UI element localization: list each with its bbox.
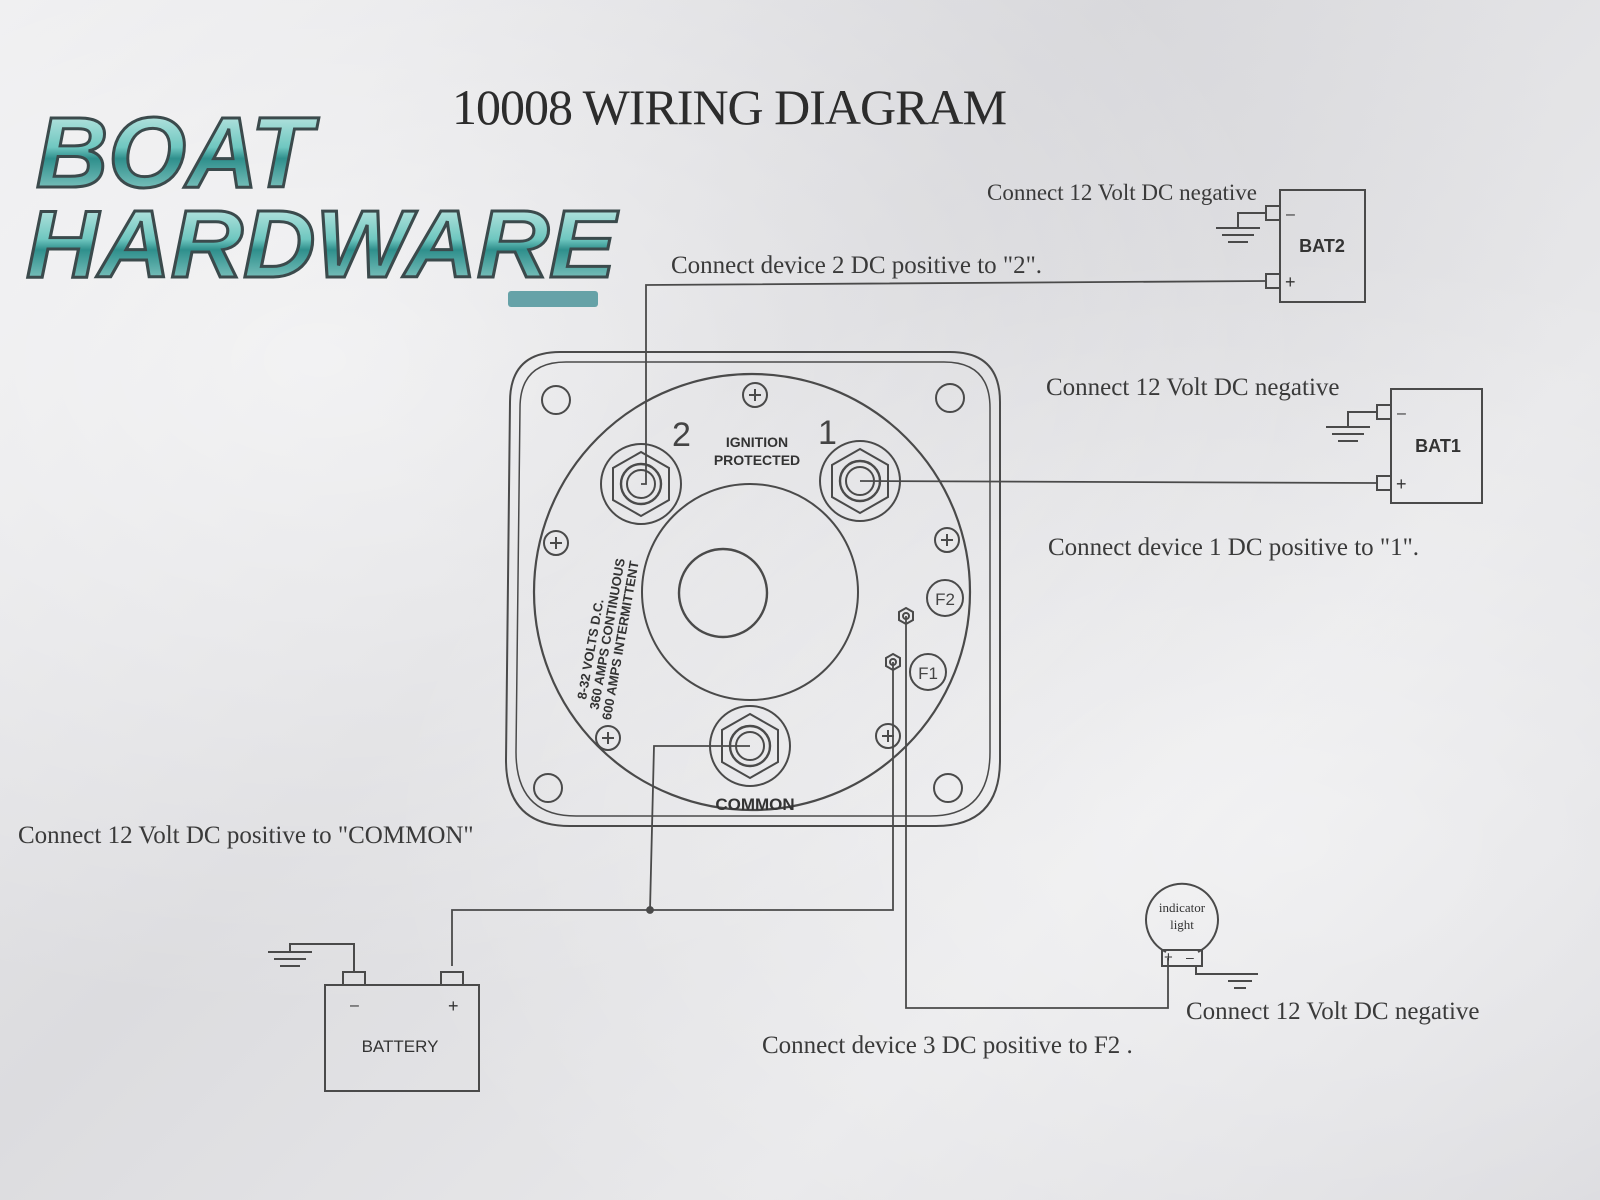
switch-outer-housing bbox=[504, 351, 1001, 827]
logo-line1: BOAT bbox=[36, 97, 320, 209]
terminal-2 bbox=[600, 443, 682, 525]
indicator-label-line2: light bbox=[1170, 917, 1194, 932]
bat1-plus: + bbox=[1396, 474, 1407, 494]
battery-label: BATTERY bbox=[362, 1037, 439, 1056]
page-title: 10008 WIRING DIAGRAM bbox=[452, 79, 1007, 135]
screw-bottom-right bbox=[875, 723, 901, 749]
note-device3: Connect device 3 DC positive to F2 . bbox=[762, 1032, 1133, 1059]
bat1-negative-post bbox=[1376, 404, 1392, 420]
note-indicator-negative: Connect 12 Volt DC negative bbox=[1186, 998, 1480, 1025]
wire-terminal1-to-bat1 bbox=[859, 480, 1377, 484]
battery-plus: + bbox=[448, 996, 459, 1016]
bat1-component bbox=[1326, 388, 1483, 504]
wire-common-to-battery bbox=[451, 745, 750, 966]
screw-right bbox=[934, 527, 960, 553]
battery-negative-post bbox=[342, 971, 366, 986]
battery-ground-icon bbox=[268, 943, 355, 972]
indicator-plus: + bbox=[1164, 949, 1173, 966]
f2-label: F2 bbox=[935, 590, 955, 609]
bat2-ground-icon bbox=[1216, 212, 1266, 243]
main-battery-component bbox=[268, 943, 480, 1092]
common-label: COMMON bbox=[715, 795, 794, 814]
ignition-label-line1: IGNITION bbox=[726, 434, 788, 450]
mount-hole-bottom-left bbox=[533, 773, 563, 803]
note-common: Connect 12 Volt DC positive to "COMMON" bbox=[18, 822, 474, 849]
bat2-component bbox=[1216, 189, 1366, 303]
wire-battery-to-f1 bbox=[650, 662, 894, 911]
rating-text: 8-32 VOLTS D.C. 360 AMPS CONTINUOUS 600 … bbox=[574, 557, 642, 721]
indicator-label-line1: indicator bbox=[1159, 900, 1206, 915]
indicator-bulb bbox=[1145, 882, 1219, 953]
bat2-plus: + bbox=[1285, 272, 1296, 292]
bat1-ground-icon bbox=[1326, 411, 1377, 442]
note-device1: Connect device 1 DC positive to "1". bbox=[1048, 534, 1420, 561]
ignition-label-line2: PROTECTED bbox=[714, 452, 800, 468]
screw-left bbox=[543, 530, 569, 556]
mount-hole-bottom-right bbox=[933, 773, 963, 803]
note-device2: Connect device 2 DC positive to "2". bbox=[671, 252, 1043, 279]
f1-terminal-ring bbox=[909, 653, 947, 691]
indicator-light-component bbox=[1145, 882, 1258, 989]
battery-minus: – bbox=[350, 997, 359, 1014]
screw-bottom-left bbox=[595, 725, 621, 751]
wire-f2-to-indicator bbox=[905, 616, 1169, 1009]
logo-tag bbox=[508, 291, 598, 307]
logo-line2: HARDWARE bbox=[26, 191, 619, 298]
indicator-minus: – bbox=[1186, 949, 1194, 965]
battery-positive-post bbox=[440, 971, 464, 986]
bat2-label: BAT2 bbox=[1299, 236, 1345, 256]
mount-hole-top-right bbox=[935, 383, 965, 413]
screw-top bbox=[742, 382, 768, 408]
switch-inner-housing bbox=[515, 361, 991, 817]
battery-switch bbox=[504, 351, 1001, 827]
bat1-minus: – bbox=[1397, 405, 1406, 422]
note-bat1-negative: Connect 12 Volt DC negative bbox=[1046, 374, 1340, 401]
terminal-1-label: 1 bbox=[818, 414, 837, 452]
indicator-base bbox=[1161, 949, 1203, 967]
wires bbox=[451, 280, 1377, 1009]
note-bat2-negative: Connect 12 Volt DC negative bbox=[987, 180, 1258, 205]
bat1-positive-post bbox=[1376, 475, 1392, 491]
f1-label: F1 bbox=[918, 664, 938, 683]
wire-terminal2-to-bat2 bbox=[641, 280, 1266, 485]
mount-hole-top-left bbox=[541, 385, 571, 415]
terminal-2-label: 2 bbox=[672, 416, 691, 454]
switch-knob-ring bbox=[641, 483, 859, 701]
indicator-ground-icon bbox=[1195, 966, 1258, 989]
bat2-minus: – bbox=[1286, 206, 1295, 223]
switch-face bbox=[532, 372, 972, 812]
bat2-negative-post bbox=[1265, 205, 1281, 221]
wire-junction bbox=[646, 906, 654, 914]
switch-knob bbox=[677, 547, 769, 639]
bat2-positive-post bbox=[1265, 273, 1281, 289]
f2-terminal-ring bbox=[926, 579, 964, 617]
boat-hardware-logo: BOAT HARDWARE bbox=[25, 96, 621, 307]
bat1-label: BAT1 bbox=[1415, 436, 1461, 456]
